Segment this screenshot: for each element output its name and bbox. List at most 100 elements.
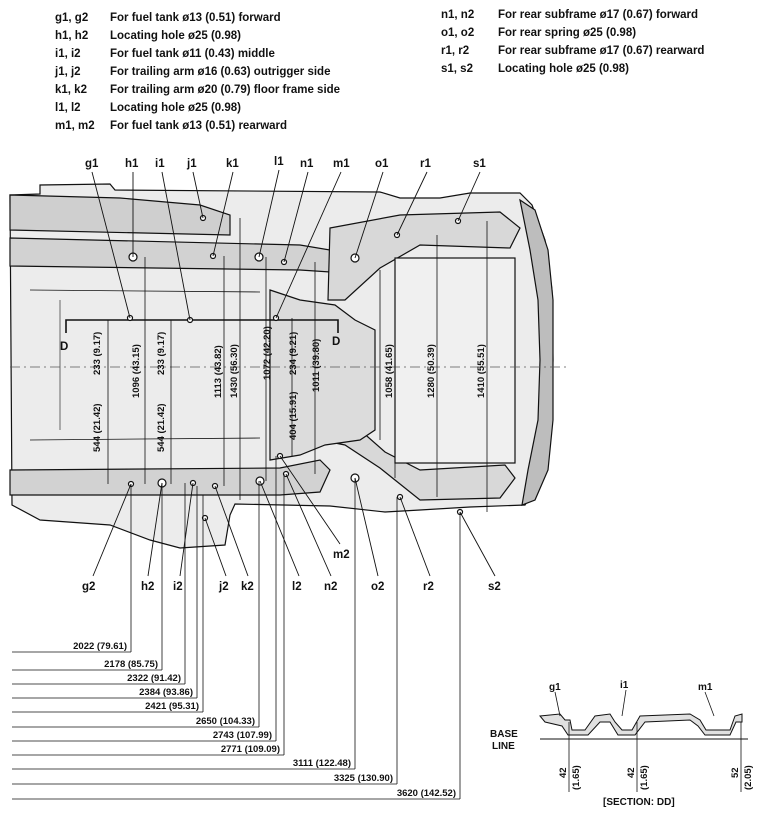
legend-code: m1, m2 — [55, 120, 95, 132]
legend-code: o1, o2 — [441, 27, 475, 39]
vdim-label: 1011 (39.80) — [311, 339, 322, 392]
legend-row-r: r1, r2 For rear subframe ø17 (0.67) rearw… — [441, 42, 704, 60]
rear-floor-pan — [394, 257, 516, 464]
hdim-label: 3620 (142.52) — [397, 788, 456, 799]
leader-j1 — [192, 171, 204, 219]
hdim-label: 2743 (107.99) — [213, 730, 272, 741]
label-g2: g2 — [82, 581, 95, 593]
vdim-label: 1280 (50.39) — [426, 344, 437, 398]
hdim-label: 2650 (104.33) — [196, 716, 255, 727]
leader-g1 — [91, 171, 131, 319]
legend-desc: Locating hole ø25 (0.98) — [498, 63, 629, 75]
legend-left: g1, g2 For fuel tank ø13 (0.51) forward h… — [55, 9, 340, 135]
label-s2: s2 — [488, 581, 501, 593]
horizontal-dimension-labels: 2022 (79.61) 2178 (85.75) 2322 (91.42) 2… — [73, 641, 456, 799]
legend-row-l: l1, l2 Locating hole ø25 (0.98) — [55, 99, 340, 117]
hdim-label: 2178 (85.75) — [104, 659, 158, 670]
hdim-label: 2322 (91.42) — [127, 673, 181, 684]
underbody-drawing — [9, 183, 554, 549]
section-label-g1: g1 — [549, 682, 561, 693]
rear-subframe-top — [327, 211, 521, 301]
section-dd-line — [65, 319, 339, 333]
leader-r1 — [396, 171, 428, 236]
leader-k2 — [214, 485, 249, 577]
legend-code: h1, h2 — [55, 30, 89, 42]
legend-desc: For rear subframe ø17 (0.67) forward — [498, 9, 699, 21]
vdim-label: 1113 (43.82) — [213, 345, 224, 398]
base-line-label: LINE — [492, 741, 515, 752]
legend-code: l1, l2 — [55, 102, 81, 114]
vdim-label: 1096 (43.15) — [131, 344, 142, 398]
legend-desc: For fuel tank ø13 (0.51) forward — [110, 12, 281, 24]
label-o1: o1 — [375, 158, 389, 170]
label-r2: r2 — [423, 581, 434, 593]
legend-code: s1, s2 — [441, 63, 473, 75]
leader-g2 — [92, 483, 132, 577]
leader-o2 — [354, 477, 379, 577]
label-h1: h1 — [125, 158, 139, 170]
label-n2: n2 — [324, 581, 337, 593]
leader-o1 — [354, 171, 384, 259]
legend-code: g1, g2 — [55, 12, 89, 24]
label-l1: l1 — [274, 156, 284, 168]
section-label-i1: i1 — [620, 680, 629, 691]
leader-n2 — [285, 473, 332, 577]
hole-k1 — [209, 252, 217, 260]
hdim-label: 2421 (95.31) — [145, 701, 199, 712]
vertical-dimension-lines — [107, 218, 488, 512]
leader-j2 — [204, 517, 227, 577]
leader-m1 — [275, 171, 342, 319]
vertical-dimension-labels: 233 (9.17) 544 (21.42) 1096 (43.15) 233 … — [92, 326, 487, 452]
label-k1: k1 — [226, 158, 239, 170]
section-dim-in: (1.65) — [639, 765, 650, 790]
rear-bumper-edge — [519, 198, 554, 506]
label-h2: h2 — [141, 581, 154, 593]
legend-code: j1, j2 — [55, 66, 81, 78]
leader-l1 — [258, 169, 280, 258]
label-k2: k2 — [241, 581, 254, 593]
label-g1: g1 — [85, 158, 99, 170]
section-profile — [539, 713, 743, 736]
label-j1: j1 — [186, 158, 197, 170]
bottom-labels: g2 h2 i2 j2 k2 l2 m2 n2 o2 r2 s2 — [82, 549, 501, 593]
legend-code: k1, k2 — [55, 84, 87, 96]
center-tunnel — [269, 289, 376, 461]
vdim-label: 1410 (55.51) — [476, 344, 487, 398]
leader-i1 — [161, 171, 191, 321]
section-dim-mm: 42 — [626, 767, 637, 778]
legend-row-s: s1, s2 Locating hole ø25 (0.98) — [441, 60, 704, 78]
leader-h2 — [147, 482, 163, 577]
legend-row-g: g1, g2 For fuel tank ø13 (0.51) forward — [55, 9, 340, 27]
section-leader — [554, 691, 561, 717]
label-l2: l2 — [292, 581, 302, 593]
horizontal-dimension-lines — [12, 456, 461, 800]
label-i1: i1 — [155, 158, 165, 170]
label-n1: n1 — [300, 158, 314, 170]
vdim-label: 1072 (42.20) — [262, 326, 273, 380]
leader-r2 — [399, 496, 431, 577]
hdim-label: 2022 (79.61) — [73, 641, 127, 652]
leader-i2 — [179, 482, 194, 577]
legend-code: r1, r2 — [441, 45, 470, 57]
leader-k1 — [212, 171, 234, 257]
base-line-label: BASE — [490, 729, 518, 740]
vdim-label: 404 (15.91) — [288, 391, 299, 440]
section-dd-inset: g1 i1 m1 BASE LINE 42 (1.65) 42 (1.65) 5… — [490, 680, 754, 808]
hdim-label: 3111 (122.48) — [293, 758, 351, 769]
vdim-label: 544 (21.42) — [156, 403, 167, 452]
legend-desc: For trailing arm ø16 (0.63) outrigger si… — [110, 66, 331, 78]
section-dim-mm: 42 — [558, 767, 569, 778]
legend-desc: Locating hole ø25 (0.98) — [110, 30, 241, 42]
top-labels: g1 h1 i1 j1 k1 l1 n1 m1 o1 r1 s1 — [85, 156, 486, 170]
legend-desc: Locating hole ø25 (0.98) — [110, 102, 241, 114]
legend-desc: For rear subframe ø17 (0.67) rearward — [498, 45, 705, 57]
legend-desc: For rear spring ø25 (0.98) — [498, 27, 637, 39]
label-i2: i2 — [173, 581, 183, 593]
legend-code: i1, i2 — [55, 48, 81, 60]
section-leader — [621, 689, 627, 717]
leader-s1 — [457, 171, 481, 222]
